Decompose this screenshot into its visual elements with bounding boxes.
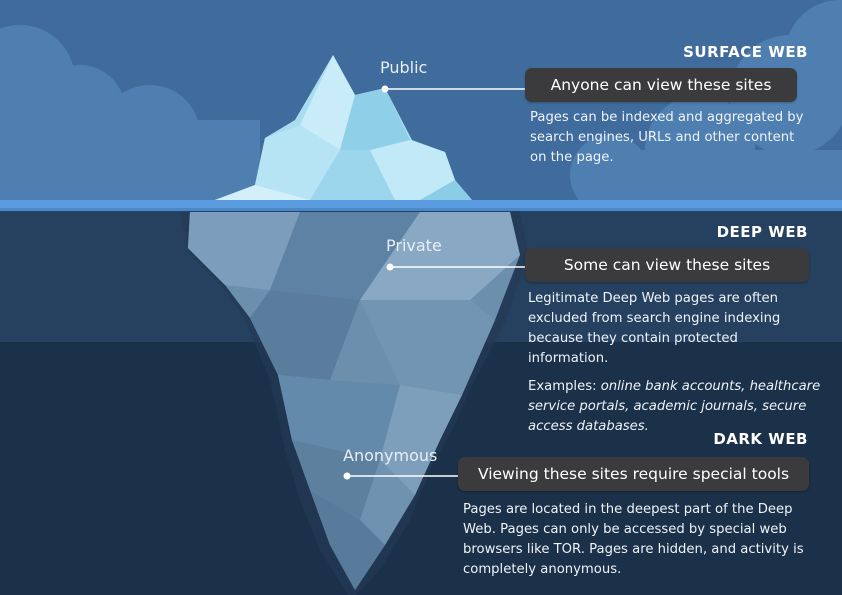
dark-web-title: DARK WEB (713, 430, 808, 448)
connectors (343, 85, 527, 480)
public-label: Public (380, 58, 428, 77)
public-marker-dot (381, 85, 389, 93)
surface-web-title: SURFACE WEB (683, 43, 808, 61)
waterline (0, 200, 842, 209)
deep-web-title: DEEP WEB (716, 223, 808, 241)
anonymous-label: Anonymous (343, 446, 438, 465)
dark-web-paragraph: Pages are located in the deepest part of… (463, 502, 804, 577)
surface-web-paragraph: Pages can be indexed and aggregated by s… (530, 110, 804, 165)
surface-web-heading: Anyone can view these sites (525, 68, 797, 102)
private-label: Private (386, 236, 442, 255)
anonymous-marker-dot (343, 472, 351, 480)
examples-list: online bank accounts, healthcare service… (528, 379, 821, 434)
deep-web-description: Legitimate Deep Web pages are often excl… (528, 289, 822, 445)
clouds (0, 0, 842, 215)
submerged-iceberg (188, 212, 520, 590)
dark-web-heading: Viewing these sites require special tool… (458, 457, 809, 491)
surface-web-description: Pages can be indexed and aggregated by s… (530, 108, 810, 176)
dark-web-description: Pages are located in the deepest part of… (463, 500, 823, 588)
deep-web-paragraph: Legitimate Deep Web pages are often excl… (528, 291, 781, 366)
iceberg-tip (215, 55, 472, 200)
deep-web-examples: Examples: online bank accounts, healthca… (528, 377, 822, 437)
examples-prefix: Examples: (528, 379, 601, 394)
deep-web-heading: Some can view these sites (525, 248, 809, 282)
private-marker-dot (386, 263, 394, 271)
